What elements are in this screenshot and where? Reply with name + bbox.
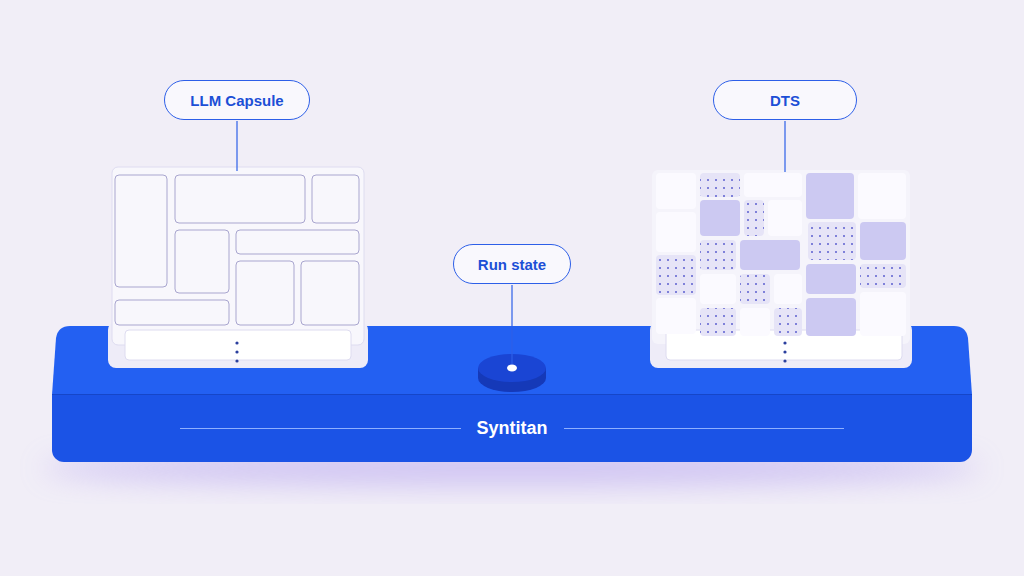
data-tile — [768, 200, 802, 236]
data-tile — [740, 274, 770, 304]
label-pill: Run state — [453, 244, 571, 284]
component-label: DTS — [770, 92, 800, 109]
label-pill: DTS — [713, 80, 857, 120]
data-tile — [774, 274, 802, 304]
component-label: Run state — [478, 256, 546, 273]
data-tile — [860, 292, 906, 336]
divider-line — [564, 428, 845, 429]
data-tile — [700, 173, 740, 197]
capsule-panel — [112, 167, 364, 363]
data-tile — [860, 264, 906, 288]
component-label: LLM Capsule — [190, 92, 283, 109]
data-tile — [860, 222, 906, 260]
data-tile — [656, 173, 696, 209]
leader-line — [237, 121, 785, 364]
data-tile — [806, 173, 854, 219]
platform-base: Syntitan — [52, 395, 972, 462]
data-tile — [656, 255, 696, 295]
data-tile — [700, 274, 736, 304]
data-tile — [806, 298, 856, 336]
data-tile — [806, 264, 856, 294]
data-tile — [656, 212, 696, 252]
data-tile — [740, 308, 770, 336]
data-tile — [744, 200, 764, 236]
data-tile — [700, 200, 740, 236]
data-tile — [744, 173, 802, 197]
data-tile — [740, 240, 800, 270]
label-pill: LLM Capsule — [164, 80, 310, 120]
data-tile — [858, 173, 906, 219]
dts-panel — [652, 170, 910, 363]
data-tile — [774, 308, 802, 336]
data-tile — [700, 240, 736, 270]
data-tile — [808, 222, 856, 260]
platform-name: Syntitan — [461, 418, 564, 439]
data-tile — [700, 308, 736, 336]
divider-line — [180, 428, 461, 429]
data-tile — [656, 298, 696, 334]
